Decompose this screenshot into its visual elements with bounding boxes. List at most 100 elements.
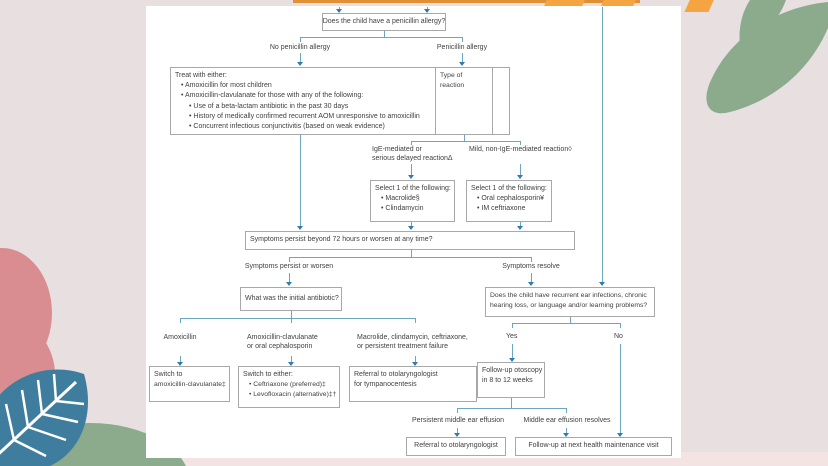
flow-line	[384, 31, 385, 37]
flow-line	[291, 356, 292, 362]
label-penicillin-allergy: Penicillin allergy	[436, 44, 488, 51]
flow-line	[427, 7, 428, 10]
flow-line	[512, 323, 513, 328]
node-text: Does the child have recurrent ear infect…	[490, 292, 647, 299]
flow-line	[457, 408, 458, 413]
flow-line	[300, 37, 463, 38]
flow-line	[291, 318, 292, 323]
arrow-down-icon	[297, 226, 303, 230]
node-symptoms-72-hours-question: Symptoms persist beyond 72 hours or wors…	[245, 231, 575, 250]
arrow-down-icon	[424, 9, 430, 13]
top-orange-strip	[293, 0, 640, 3]
flow-line	[531, 257, 532, 262]
flow-line	[411, 222, 412, 226]
label-text: or oral cephalosporin	[247, 342, 313, 350]
flow-line	[291, 311, 292, 318]
label-text: or persistent treatment failure	[357, 342, 449, 350]
flow-line	[531, 273, 532, 282]
arrow-down-icon	[517, 226, 523, 230]
arrow-down-icon	[509, 358, 515, 362]
arrow-down-icon	[528, 282, 534, 286]
node-text: amoxicillin-clavulanate‡	[154, 381, 226, 389]
node-switch-amoxicillin-clavulanate: Switch to amoxicillin-clavulanate‡	[149, 366, 230, 402]
label-macrolide-failure: Macrolide, clindamycin, ceftriaxone, or …	[357, 334, 481, 351]
node-text: • Concurrent infectious conjunctivitis (…	[189, 123, 385, 131]
arrow-down-icon	[459, 62, 465, 66]
node-text: Select 1 of the following:	[375, 185, 451, 192]
node-penicillin-allergy-question: Does the child have a penicillin allergy…	[322, 13, 446, 31]
flow-line	[415, 356, 416, 362]
flow-line	[566, 428, 567, 433]
arrow-down-icon	[617, 433, 623, 437]
arrow-down-icon	[297, 62, 303, 66]
flow-line	[289, 273, 290, 282]
flow-line	[620, 344, 621, 433]
node-text: • Oral cephalosporin¥	[477, 195, 545, 203]
node-text: Symptoms persist beyond 72 hours or wors…	[250, 236, 433, 244]
label-symptoms-persist: Symptoms persist or worsen	[244, 263, 334, 270]
label-amoxicillin: Amoxicillin	[163, 334, 197, 341]
arrow-down-icon	[563, 433, 569, 437]
flow-line	[464, 135, 465, 141]
flow-line	[520, 164, 521, 175]
node-switch-to-either: Switch to either: • Ceftriaxone (preferr…	[238, 366, 340, 408]
node-text: for tympanocentesis	[354, 381, 417, 389]
node-type-of-reaction: Type of reaction	[435, 67, 493, 135]
label-text: Amoxicillin-clavulanate	[247, 334, 318, 341]
flow-line	[511, 398, 512, 408]
node-text: Referral to otolaryngologist	[414, 442, 498, 450]
arrow-down-icon	[412, 362, 418, 366]
label-persistent-effusion: Persistent middle ear effusion	[411, 417, 505, 424]
flow-line	[620, 323, 621, 328]
label-text: serious delayed reactionΔ	[372, 154, 453, 162]
flow-line	[300, 53, 301, 63]
flow-line	[457, 428, 458, 433]
node-text: hearing loss, or language and/or learnin…	[490, 301, 648, 309]
flow-line	[289, 257, 531, 258]
node-text: • Macrolide§	[381, 195, 420, 203]
flow-line	[512, 344, 513, 358]
node-text: • Levofloxacin (alternative)‡†	[249, 391, 337, 399]
node-referral-tympanocentesis: Referral to otolaryngologist for tympano…	[349, 366, 477, 402]
arrow-down-icon	[286, 282, 292, 286]
node-text: Switch to	[154, 371, 183, 378]
node-text: Follow-up otoscopy	[482, 367, 543, 374]
flow-line	[462, 53, 463, 63]
label-text: IgE-mediated or	[372, 146, 422, 153]
node-text: • Ceftriaxone (preferred)‡	[249, 381, 326, 389]
label-symptoms-resolve: Symptoms resolve	[502, 263, 560, 270]
flow-line	[462, 37, 463, 42]
flow-line	[180, 318, 415, 319]
flow-line	[180, 318, 181, 323]
label-effusion-resolves: Middle ear effusion resolves	[523, 417, 611, 424]
leaf-icon	[706, 0, 828, 114]
flow-line	[339, 7, 340, 10]
node-text: Type of reaction	[440, 72, 465, 90]
node-text: Treat with either:	[175, 72, 227, 79]
arrow-down-icon	[454, 433, 460, 437]
flow-line	[300, 135, 301, 226]
label-amoxclav-cephalosporin: Amoxicillin-clavulanate or oral cephalos…	[247, 334, 347, 351]
node-text: • Use of a beta-lactam antibiotic in the…	[189, 102, 349, 110]
flow-line	[512, 323, 620, 324]
arrow-down-icon	[288, 362, 294, 366]
node-text: Does the child have a penicillin allergy…	[322, 17, 446, 25]
node-text: Follow-up at next health maintenance vis…	[528, 442, 659, 450]
flow-line	[566, 408, 567, 413]
flow-line	[411, 250, 412, 257]
label-text: Macrolide, clindamycin, ceftriaxone,	[357, 334, 468, 341]
node-recurrent-infections-question: Does the child have recurrent ear infect…	[485, 287, 655, 317]
flow-line	[520, 222, 521, 226]
flow-line	[411, 164, 412, 175]
flow-line	[415, 318, 416, 323]
flow-line	[289, 257, 290, 262]
flow-line	[411, 141, 412, 145]
label-mild-non-ige: Mild, non-IgE-mediated reaction◊	[469, 146, 572, 153]
node-select-cephalosporin-ceftriaxone: Select 1 of the following: • Oral cephal…	[466, 180, 552, 222]
flow-line	[457, 408, 566, 409]
flow-line	[300, 37, 301, 42]
flow-line	[411, 141, 521, 142]
node-followup-otoscopy: Follow-up otoscopy in 8 to 12 weeks	[477, 362, 545, 398]
arrow-down-icon	[517, 175, 523, 179]
